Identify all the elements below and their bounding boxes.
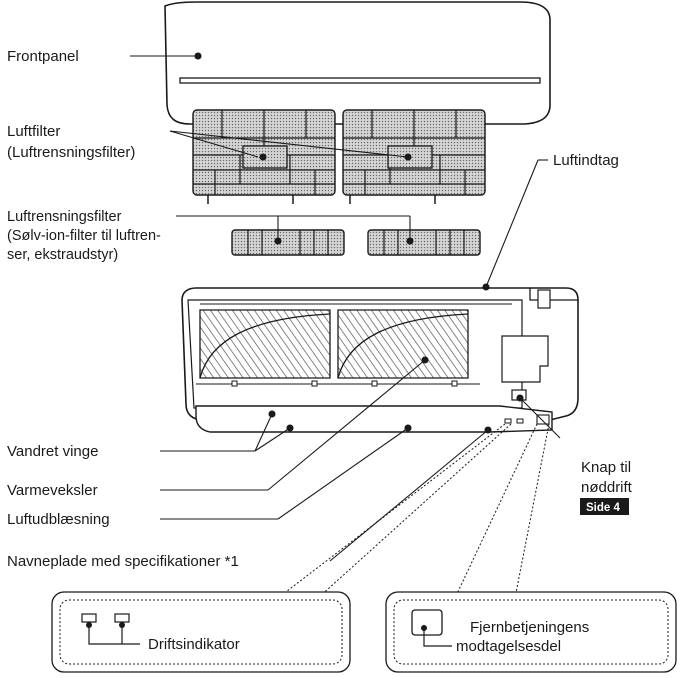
badge-text: Side 4 <box>586 502 620 514</box>
label-luftfilter-sub: (Luftrensningsfilter) <box>7 144 135 161</box>
leader-lines <box>130 52 561 562</box>
label-luftindtag: Luftindtag <box>553 152 619 169</box>
detail-box-operation-indicator: Driftsindikator <box>51 591 351 673</box>
label-vandret-vinge: Vandret vinge <box>7 443 98 460</box>
front-panel-slot <box>179 77 541 84</box>
label-modtagelsesdel: modtagelsesdel <box>456 638 561 655</box>
callout-dotted-lines <box>277 423 550 599</box>
label-noeddrift: nøddrift <box>581 479 633 496</box>
label-luftrensningsfilter: Luftrensningsfilter <box>7 209 122 225</box>
label-varmeveksler: Varmeveksler <box>7 482 98 499</box>
page-reference-badge[interactable]: Side 4 <box>580 498 629 515</box>
detail-box-remote-receiver: Fjernbetjeningens modtagelsesdel <box>385 591 677 673</box>
label-knap-til: Knap til <box>581 459 631 476</box>
label-navneplade: Navneplade med specifikationer *1 <box>7 553 239 570</box>
label-luftudblaesning: Luftudblæsning <box>7 511 110 528</box>
label-luftrensningsfilter-sub1: (Sølv-ion-filter til luftren- <box>7 228 161 244</box>
horizontal-vane <box>195 405 553 433</box>
air-cleaning-filter-left <box>231 229 345 256</box>
heat-exchanger-right <box>337 309 469 379</box>
indoor-unit <box>181 287 579 433</box>
front-panel <box>164 1 551 125</box>
label-luftrensningsfilter-sub2: ser, ekstraudstyr) <box>7 247 118 263</box>
air-filter-right <box>342 109 486 204</box>
label-luftfilter: Luftfilter <box>7 123 60 140</box>
heat-exchanger-left <box>199 309 331 379</box>
air-filter-left <box>192 109 336 204</box>
label-frontpanel: Frontpanel <box>7 48 79 65</box>
air-cleaning-filter-right <box>367 229 481 256</box>
label-driftsindikator: Driftsindikator <box>148 636 240 653</box>
label-fjernbetjeningens: Fjernbetjeningens <box>470 619 589 636</box>
